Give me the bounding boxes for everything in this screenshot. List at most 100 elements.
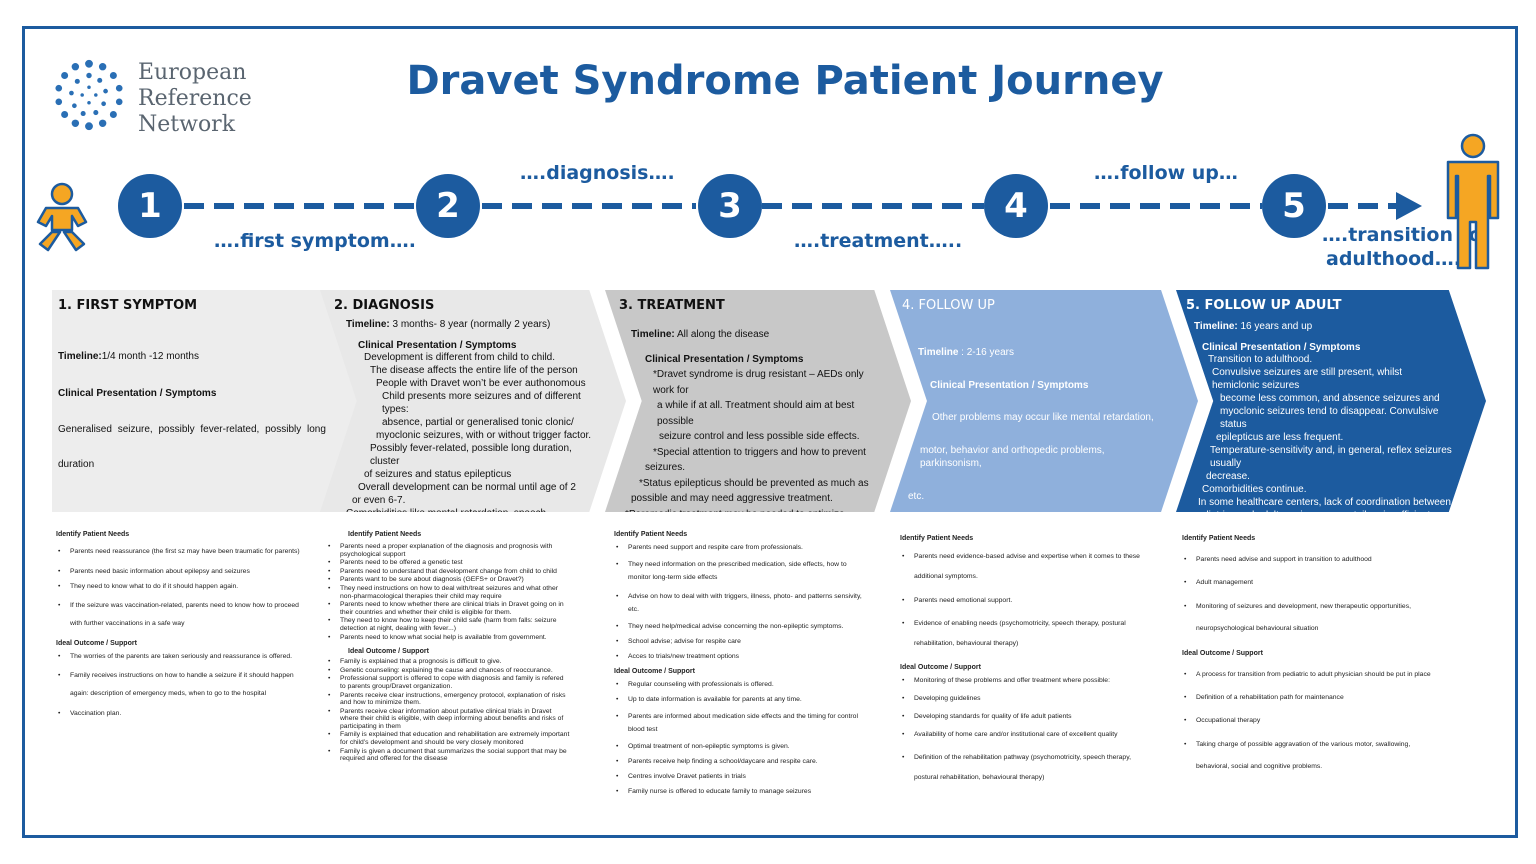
stage-5-timeline-value: 16 years and up bbox=[1237, 321, 1313, 332]
stage-4-timeline: Timeline : 2-16 years bbox=[918, 347, 1164, 358]
stage-2-body-7: of seizures and status epilepticus bbox=[364, 469, 512, 480]
column-4-needs-outcomes: Identify Patient Needs Parents need evid… bbox=[900, 532, 1150, 797]
stage-3-body-5: *Status epilepticus should be prevented … bbox=[639, 477, 869, 489]
stage-1-body-2: duration bbox=[58, 459, 95, 470]
baby-icon bbox=[36, 182, 88, 252]
list-item: Occupational therapy bbox=[1182, 716, 1444, 725]
stage-2-timeline: Timeline: 3 months- 8 year (normally 2 y… bbox=[346, 319, 592, 330]
stage-5-timeline: Timeline: 16 years and up bbox=[1194, 321, 1452, 332]
stage-2-cp-label: Clinical Presentation / Symptoms bbox=[358, 340, 517, 351]
stage-3-body-2: seizure control and less possible side e… bbox=[659, 431, 860, 442]
stage-1-title: 1. FIRST SYMPTOM bbox=[58, 298, 198, 313]
stage-2-body-0: Development is different from child to c… bbox=[364, 352, 556, 363]
list-item: Monitoring of these problems and offer t… bbox=[900, 676, 1150, 685]
col-1-outcome-header: Ideal Outcome / Support bbox=[56, 640, 137, 647]
adult-person-icon bbox=[1446, 133, 1500, 270]
col-4-needs-header: Identify Patient Needs bbox=[900, 535, 974, 542]
phase-first-symptom: ….first symptom…. bbox=[214, 230, 416, 252]
list-item: Parents need support and respite care fr… bbox=[614, 543, 864, 552]
stage-4-follow-up: 4. FOLLOW UP Timeline : 2-16 years Clini… bbox=[890, 290, 1198, 512]
stage-5-body-4: epilepticus are less frequent. bbox=[1216, 432, 1344, 443]
stage-2-body-10: Comorbidities like mental retardation, s… bbox=[346, 508, 549, 519]
stage-3-title: 3. TREATMENT bbox=[619, 298, 725, 313]
list-item: They need help/medical advise concerning… bbox=[614, 622, 864, 631]
list-item: Adult management bbox=[1182, 578, 1444, 587]
stage-5-body-8: In some healthcare centers, lack of coor… bbox=[1198, 497, 1451, 508]
stage-5-title: 5. FOLLOW UP ADULT bbox=[1186, 298, 1342, 313]
stage-3-body-6: possible and may need aggressive treatme… bbox=[631, 493, 833, 504]
list-item: Parents need basic information about epi… bbox=[56, 567, 306, 576]
col-1-needs-header: Identify Patient Needs bbox=[56, 531, 130, 538]
list-item: Parents need reassurance (the first sz m… bbox=[56, 543, 306, 561]
stage-4-body-0: Other problems may occur like mental ret… bbox=[932, 412, 1154, 423]
phase-follow-up: ….follow up… bbox=[1094, 162, 1238, 184]
list-item: Definition of the rehabilitation pathway… bbox=[900, 748, 1150, 788]
col-4-outcome-header: Ideal Outcome / Support bbox=[900, 664, 981, 671]
list-item: Genetic counseling: explaining the cause… bbox=[326, 667, 571, 675]
list-item: Parents need emotional support. bbox=[900, 596, 1150, 605]
col-5-needs-header: Identify Patient Needs bbox=[1182, 535, 1256, 542]
col-3-outcome-header: Ideal Outcome / Support bbox=[614, 668, 695, 675]
stage-3-treatment: 3. TREATMENT Timeline: All along the dis… bbox=[605, 290, 911, 512]
col-1-needs-list: Parents need reassurance (the first sz m… bbox=[56, 543, 306, 633]
stage-4-title: 4. FOLLOW UP bbox=[902, 298, 995, 313]
step-1-circle: 1 bbox=[118, 174, 182, 238]
stage-5-body-0: Transition to adulthood. bbox=[1208, 354, 1313, 365]
list-item: Up to date information is available for … bbox=[614, 695, 864, 704]
col-3-needs-header: Identify Patient Needs bbox=[614, 531, 688, 538]
list-item: They need instructions on how to deal wi… bbox=[326, 585, 571, 600]
list-item: Family is explained that a prognosis is … bbox=[326, 658, 571, 666]
list-item: Developing standards for quality of life… bbox=[900, 712, 1150, 721]
stage-5-body-7: Comorbidities continue. bbox=[1202, 484, 1307, 495]
list-item: Parents need to understand that developm… bbox=[326, 568, 571, 576]
stage-5-body-1: Convulsive seizures are still present, w… bbox=[1212, 367, 1403, 391]
stage-2-body-6: Possibly fever-related, possible long du… bbox=[370, 443, 572, 467]
ern-logo-dots-icon bbox=[55, 59, 123, 131]
col-5-outcome-header: Ideal Outcome / Support bbox=[1182, 650, 1263, 657]
stage-3-body-1: a while if at all. Treatment should aim … bbox=[657, 400, 855, 427]
column-1-needs-outcomes: Identify Patient Needs Parents need reas… bbox=[56, 528, 306, 724]
timeline-dash-2-3 bbox=[482, 203, 696, 209]
stage-4-body-2: etc. bbox=[908, 491, 925, 502]
col-5-outcomes-list: A process for transition from pediatric … bbox=[1182, 670, 1444, 778]
stage-4-body-1: motor, behavior and orthopedic problems,… bbox=[920, 445, 1105, 469]
stage-4-timeline-value: : 2-16 years bbox=[958, 347, 1014, 358]
list-item: Optimal treatment of non-epileptic sympt… bbox=[614, 742, 864, 751]
list-item: Parents need to know what social help is… bbox=[326, 634, 571, 642]
list-item: Parents receive help finding a school/da… bbox=[614, 757, 864, 766]
column-3-needs-outcomes: Identify Patient Needs Parents need supp… bbox=[614, 528, 864, 802]
logo-line-1: European bbox=[138, 60, 247, 85]
list-item: If the seizure was vaccination-related, … bbox=[56, 597, 306, 633]
list-item: School advise; advise for respite care bbox=[614, 637, 864, 646]
stage-2-body-2: People with Dravet won’t be ever authono… bbox=[376, 378, 586, 389]
stage-1-timeline-value: 1/4 month -12 months bbox=[101, 351, 199, 362]
timeline-dash-1-2 bbox=[184, 203, 416, 209]
logo-line-2: Reference bbox=[138, 86, 252, 111]
phase-transition-line-1: ….transition to bbox=[1322, 224, 1482, 246]
phase-diagnosis: ….diagnosis…. bbox=[520, 162, 675, 184]
col-2-outcome-header: Ideal Outcome / Support bbox=[348, 648, 429, 656]
stage-1-body-1: Generalised seizure, possibly fever-rela… bbox=[58, 424, 326, 435]
stage-5-follow-up-adult: 5. FOLLOW UP ADULT Timeline: 16 years an… bbox=[1176, 290, 1486, 512]
list-item: The worries of the parents are taken ser… bbox=[56, 652, 306, 661]
list-item: Definition of a rehabilitation path for … bbox=[1182, 693, 1444, 702]
list-item: They need information on the prescribed … bbox=[614, 558, 864, 584]
page-title: Dravet Syndrome Patient Journey bbox=[406, 58, 1164, 104]
list-item: Monitoring of seizures and development, … bbox=[1182, 596, 1444, 640]
list-item: Family is explained that education and r… bbox=[326, 731, 571, 746]
stage-1-first-symptom: 1. FIRST SYMPTOM Timeline:1/4 month -12 … bbox=[52, 290, 362, 512]
list-item: Parents need to be offered a genetic tes… bbox=[326, 559, 571, 567]
stage-5-body-2: become less common, and absence seizures… bbox=[1220, 393, 1440, 404]
stage-2-body-4: absence, partial or generalised tonic cl… bbox=[382, 417, 574, 428]
stage-2-body-5: myoclonic seizures, with or without trig… bbox=[376, 430, 592, 441]
stage-5-body-9: pediatrics and adult services may entail… bbox=[1192, 510, 1431, 521]
list-item: Parents need advise and support in trans… bbox=[1182, 555, 1444, 564]
col-4-outcomes-list: Monitoring of these problems and offer t… bbox=[900, 676, 1150, 788]
stage-5-body-6: decrease. bbox=[1206, 471, 1250, 482]
stage-5-cp-label: Clinical Presentation / Symptoms bbox=[1202, 342, 1361, 353]
stage-4-timeline-label: Timeline bbox=[918, 347, 959, 358]
stage-2-body-3: Child presents more seizures and of diff… bbox=[382, 391, 581, 415]
list-item: Parents need a proper explanation of the… bbox=[326, 543, 571, 558]
timeline-dash-5-end bbox=[1328, 203, 1398, 209]
journey-timeline: 1 2 3 4 5 ….first symptom…. ….diagnosis…… bbox=[0, 133, 1536, 290]
